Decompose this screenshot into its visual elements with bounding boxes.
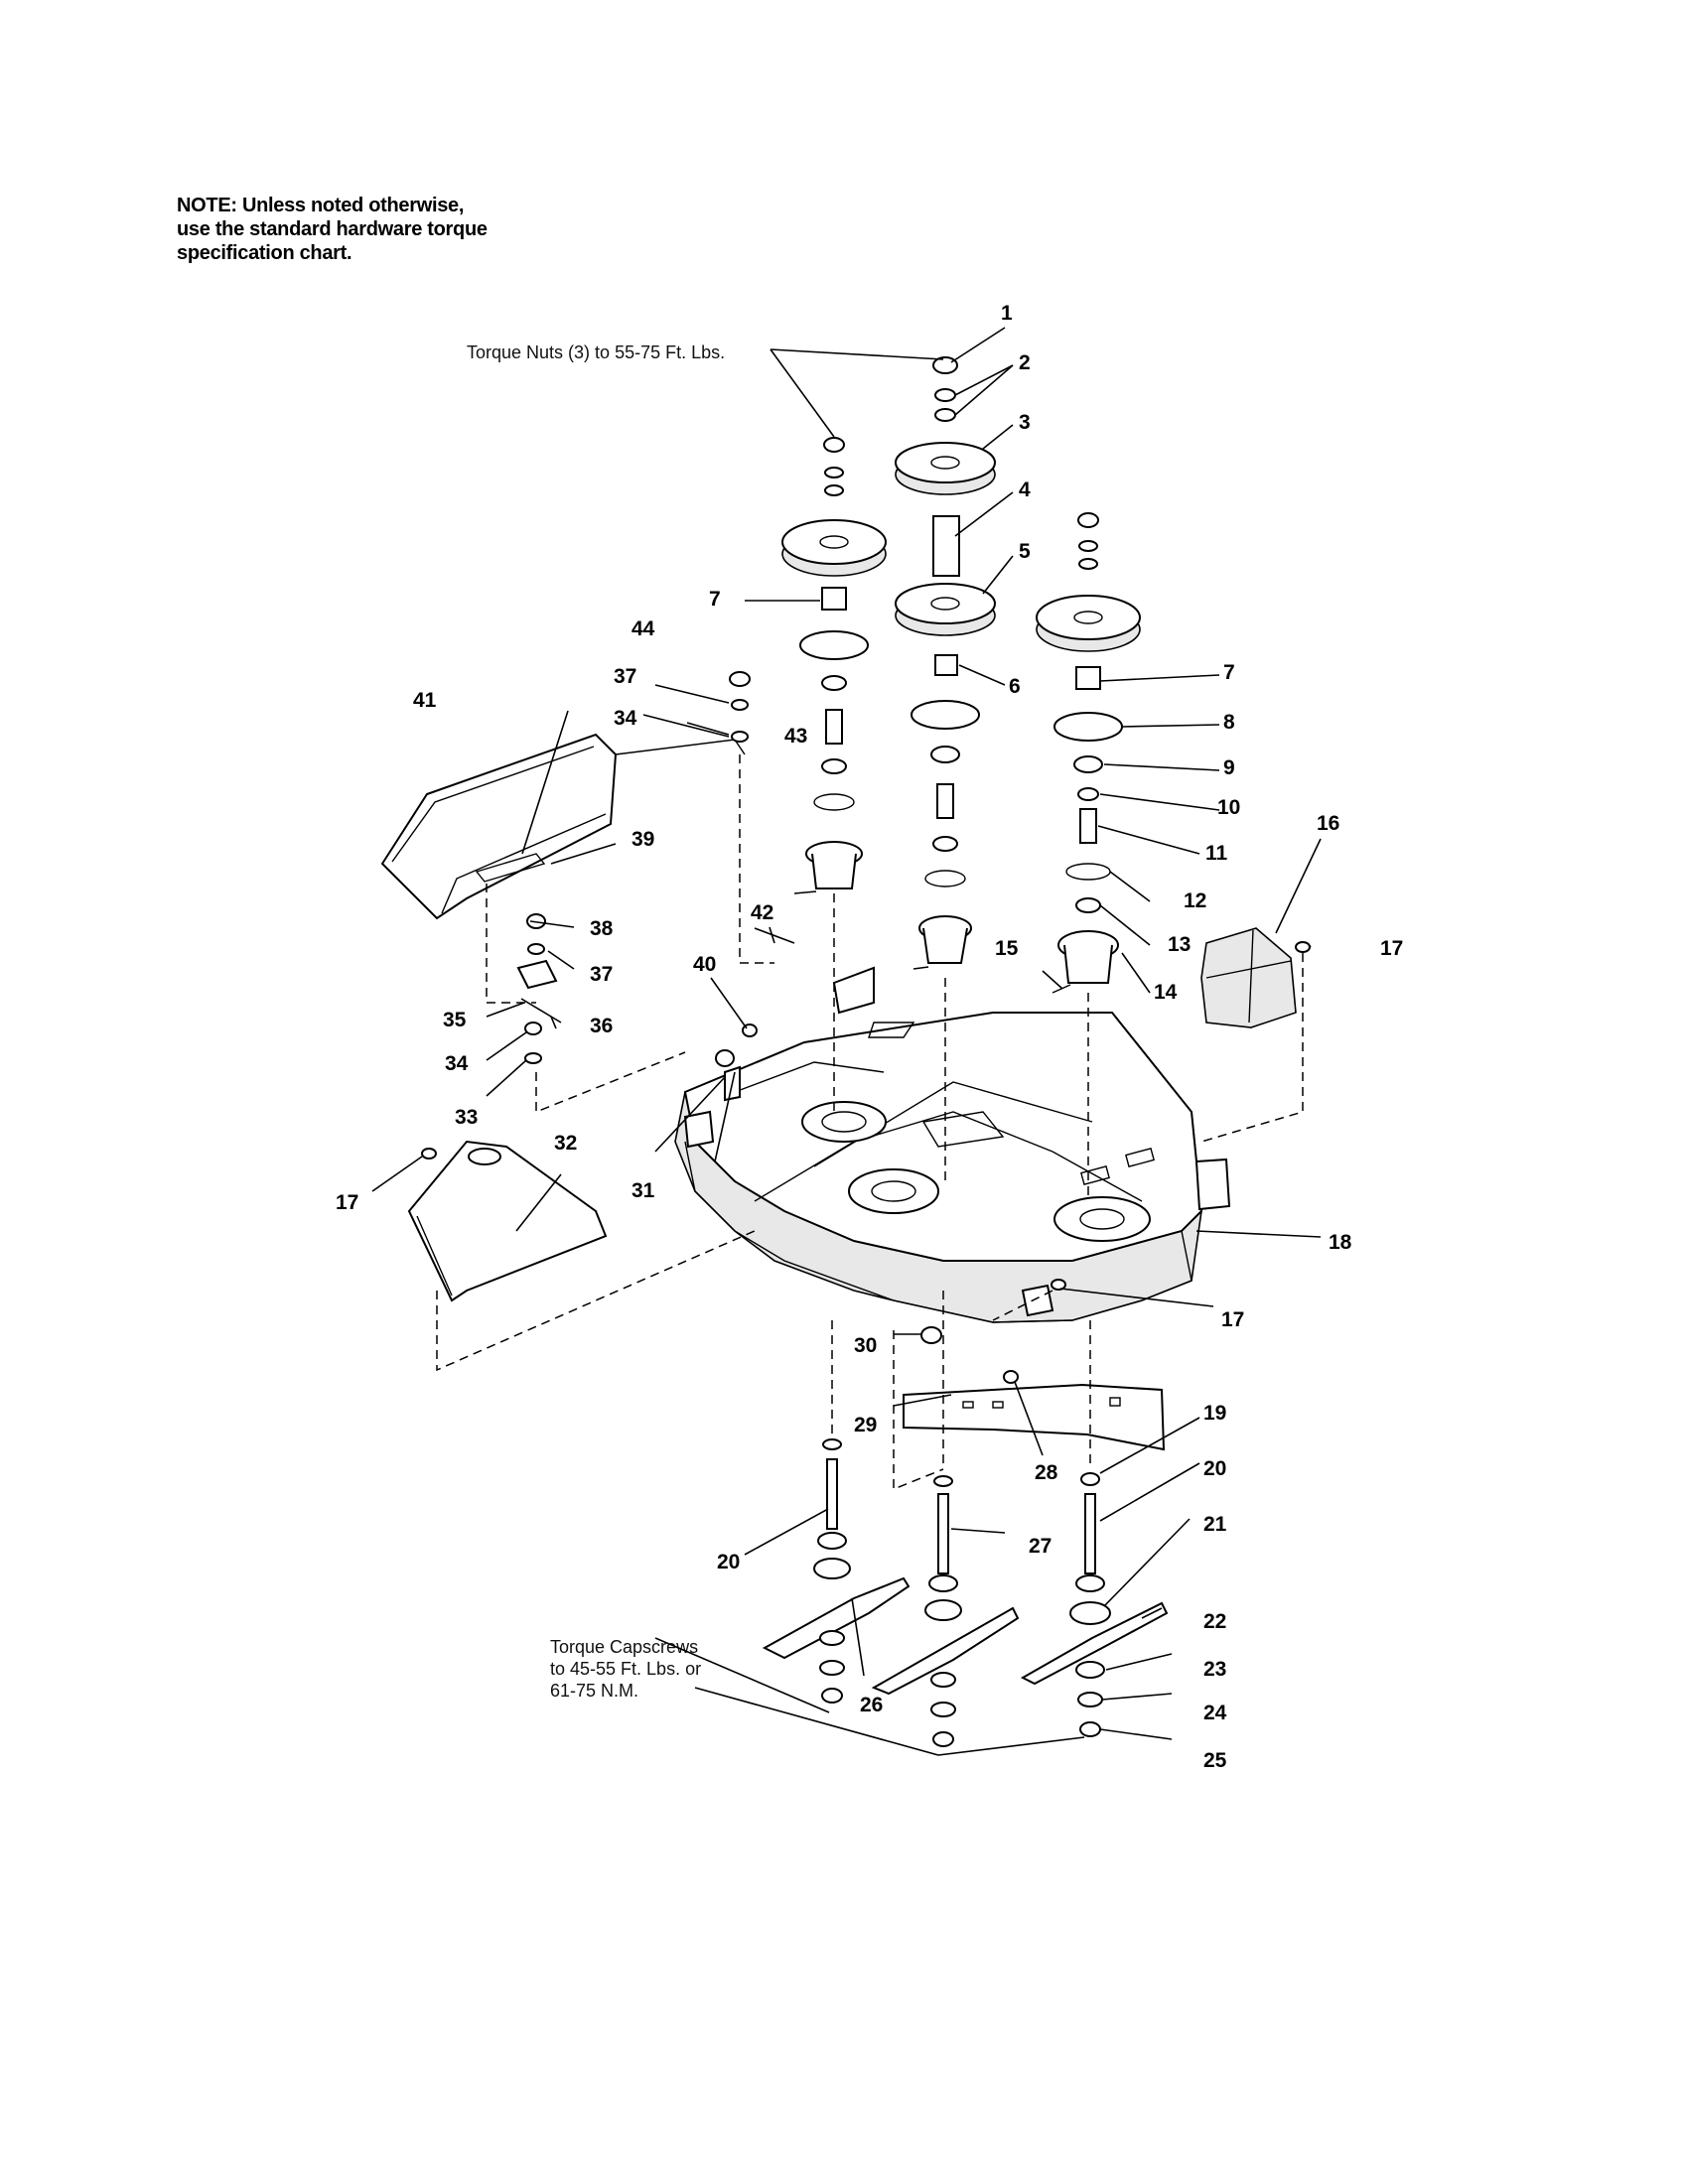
alignment-lines xyxy=(436,754,1304,1491)
torque-capscrews-callout: Torque Capscrews to 45-55 Ft. Lbs. or 61… xyxy=(550,1636,701,1702)
callout-1: 1 xyxy=(1001,302,1013,325)
callout-33: 33 xyxy=(455,1106,478,1129)
callout-17-right: 17 xyxy=(1380,937,1403,960)
callout-42: 42 xyxy=(751,901,773,924)
callout-21: 21 xyxy=(1203,1513,1227,1536)
callout-38: 38 xyxy=(590,917,614,940)
callout-17-bottom: 17 xyxy=(1221,1308,1244,1331)
callout-27: 27 xyxy=(1029,1535,1052,1558)
callout-25: 25 xyxy=(1203,1749,1227,1772)
leader-lines xyxy=(371,327,1322,1756)
callout-16: 16 xyxy=(1317,812,1339,835)
callout-39: 39 xyxy=(632,828,654,851)
callout-26: 26 xyxy=(860,1694,883,1716)
discharge-deflector-41 xyxy=(380,733,746,920)
callout-43: 43 xyxy=(784,725,807,748)
callout-numbers: 1 2 3 4 5 6 7 7 8 9 10 11 12 13 14 15 16… xyxy=(336,302,1403,1772)
callout-41: 41 xyxy=(413,689,437,712)
callout-8: 8 xyxy=(1223,711,1235,734)
blade-assemblies xyxy=(762,1438,1169,1747)
callout-4: 4 xyxy=(1019,478,1031,501)
callout-20-left: 20 xyxy=(717,1551,740,1573)
callout-15: 15 xyxy=(995,937,1019,960)
callout-18: 18 xyxy=(1329,1231,1352,1254)
callout-20-right: 20 xyxy=(1203,1457,1226,1480)
mower-deck-housing xyxy=(407,927,1297,1451)
callout-7-right: 7 xyxy=(1223,661,1235,684)
callout-30: 30 xyxy=(854,1334,877,1357)
capscrews-line-3: 61-75 N.M. xyxy=(550,1681,639,1701)
callout-28: 28 xyxy=(1035,1461,1058,1484)
callout-29: 29 xyxy=(854,1414,877,1436)
callout-17-left: 17 xyxy=(336,1191,358,1214)
callout-11: 11 xyxy=(1205,842,1228,865)
callout-6: 6 xyxy=(1009,675,1021,698)
center-spindle-stack xyxy=(895,356,996,970)
callout-2: 2 xyxy=(1019,351,1031,374)
callout-19: 19 xyxy=(1203,1402,1226,1425)
right-spindle-stack xyxy=(1036,512,1141,994)
left-spindle-stack xyxy=(781,437,887,894)
callout-13: 13 xyxy=(1168,933,1191,956)
callout-10: 10 xyxy=(1217,796,1240,819)
left-hardware xyxy=(421,671,1311,1384)
note-line-1: NOTE: Unless noted otherwise, xyxy=(177,195,465,216)
callout-32: 32 xyxy=(554,1132,577,1155)
callout-35: 35 xyxy=(443,1009,467,1031)
callout-37-lower: 37 xyxy=(590,963,613,986)
capscrews-line-1: Torque Capscrews xyxy=(550,1637,699,1657)
capscrews-line-2: to 45-55 Ft. Lbs. or xyxy=(550,1659,702,1679)
callout-24: 24 xyxy=(1203,1702,1227,1724)
note-line-3: specification chart. xyxy=(177,242,352,264)
callout-37-upper: 37 xyxy=(614,665,636,688)
callout-5: 5 xyxy=(1019,540,1031,563)
callout-36: 36 xyxy=(590,1015,613,1037)
callout-23: 23 xyxy=(1203,1658,1226,1681)
callout-34-upper: 34 xyxy=(614,707,637,730)
callout-3: 3 xyxy=(1019,411,1031,434)
callout-9: 9 xyxy=(1223,756,1235,779)
note-line-2: use the standard hardware torque xyxy=(177,218,488,240)
callout-31: 31 xyxy=(632,1179,655,1202)
callout-12: 12 xyxy=(1184,889,1206,912)
torque-nuts-callout: Torque Nuts (3) to 55-75 Ft. Lbs. xyxy=(467,342,726,362)
callout-7-left: 7 xyxy=(709,588,721,611)
callout-34-lower: 34 xyxy=(445,1052,469,1075)
torque-note: NOTE: Unless noted otherwise, use the st… xyxy=(177,194,594,265)
callout-14: 14 xyxy=(1154,981,1178,1004)
callout-40: 40 xyxy=(693,953,716,976)
callout-22: 22 xyxy=(1203,1610,1226,1633)
callout-44: 44 xyxy=(632,617,655,640)
